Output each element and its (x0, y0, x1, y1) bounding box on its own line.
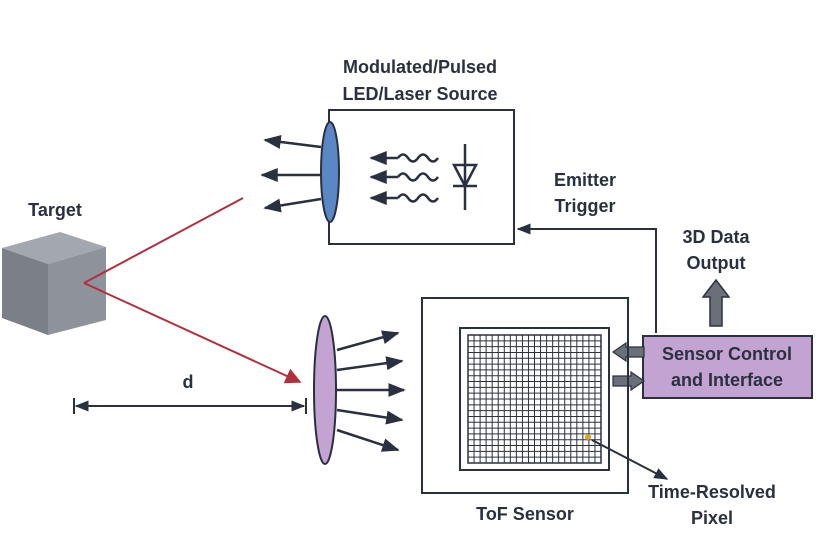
pixel-grid (467, 334, 602, 464)
reflection-rays (83, 197, 302, 384)
diode-icon (451, 144, 479, 210)
control-label-line1: Sensor Control (662, 344, 792, 364)
light-wave (396, 172, 440, 182)
output-label-line1: 3D Data (682, 227, 750, 247)
light-wave (396, 153, 440, 163)
light-wave-arrows (369, 151, 440, 205)
received-arrow (336, 330, 400, 352)
pixel-label-line1: Time-Resolved (648, 482, 776, 502)
received-arrow (336, 428, 400, 452)
output-label-line2: Output (687, 253, 746, 273)
emitter-trigger-line (516, 223, 657, 333)
time-resolved-pixel-dot (585, 434, 591, 440)
emitted-arrow (263, 197, 322, 213)
control-label-line2: and Interface (671, 370, 783, 390)
receiver-lens (313, 315, 337, 465)
distance-dimension (73, 398, 307, 414)
tof-sensor-outer (421, 297, 629, 494)
pixel-pointer-arrow (591, 439, 669, 480)
target-label: Target (28, 200, 82, 220)
target-cube (2, 232, 106, 335)
reflected-ray (83, 282, 302, 384)
source-label-line1: Modulated/Pulsed (343, 57, 497, 77)
emitted-light-arrows (260, 135, 322, 213)
tof-sensor-label: ToF Sensor (476, 504, 574, 524)
received-arrow (336, 408, 404, 425)
source-label-line2: LED/Laser Source (342, 84, 497, 104)
cube-front-face (2, 248, 48, 335)
distance-label: d (183, 372, 194, 392)
emitter-lens (320, 121, 340, 223)
incident-ray (83, 197, 244, 284)
emitter-label-line1: Emitter (554, 170, 616, 190)
cube-side-face (48, 247, 106, 335)
cube-top-face (2, 232, 106, 264)
output-arrow-icon (701, 278, 731, 327)
emitter-label-line2: Trigger (554, 196, 615, 216)
received-arrow (336, 356, 404, 372)
pixel-label-line2: Pixel (691, 508, 733, 528)
emitted-arrow (263, 135, 322, 149)
emitter-box (328, 109, 515, 245)
sensor-control-box (642, 335, 813, 399)
received-light-arrows (336, 330, 406, 452)
tof-sensor-frame (459, 327, 610, 471)
light-wave (396, 193, 440, 203)
